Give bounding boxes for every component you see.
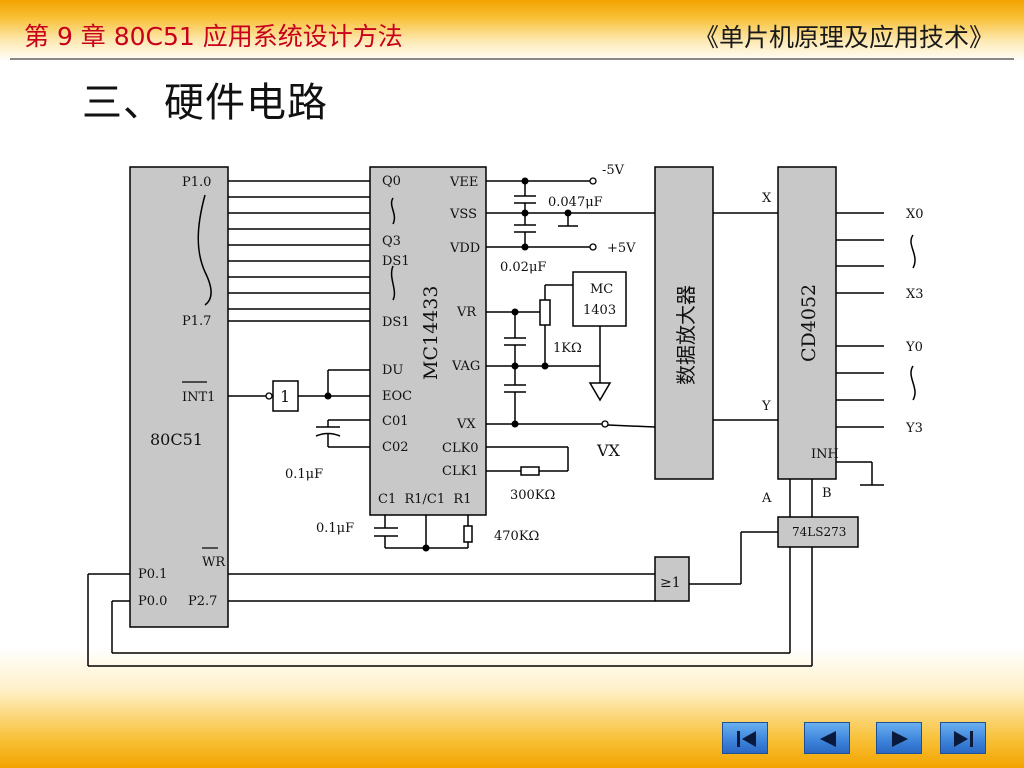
next-page-icon xyxy=(892,731,908,747)
pin-eoc-label: EOC xyxy=(382,389,412,404)
pin-vdd-label: VDD xyxy=(449,241,480,256)
res-1k-label: 1KΩ xyxy=(553,341,582,356)
res-470k-label: 470KΩ xyxy=(494,529,539,544)
or-gate-body xyxy=(654,556,690,602)
pin-vss-label: VSS xyxy=(449,207,477,222)
pin-c02-label: C02 xyxy=(382,440,409,455)
pin-p01-label: P0.1 xyxy=(138,567,167,582)
previous-page-icon xyxy=(820,731,836,747)
plus-5v-label: +5V xyxy=(607,241,636,256)
mc1403-line2-label: 1403 xyxy=(583,303,616,318)
pin-vee-label: VEE xyxy=(449,175,478,190)
output-x0-label: X0 xyxy=(906,207,924,222)
latch-74ls273-body xyxy=(777,516,859,548)
chapter-title: 第 9 章 80C51 应用系统设计方法 xyxy=(24,22,403,51)
mux-name-label: CD4052 xyxy=(798,284,820,362)
amplifier-name-label: 数据放大器 xyxy=(674,285,698,385)
vx-input-label: VX xyxy=(596,441,621,460)
pin-vag-label: VAG xyxy=(451,359,480,374)
mcu-80c51-body xyxy=(129,166,229,628)
first-page-button[interactable] xyxy=(722,722,768,754)
output-y0-label: Y0 xyxy=(905,340,923,355)
adc-mc14433-body xyxy=(369,166,487,516)
mux-inh-label: INH xyxy=(811,447,839,462)
slide-footer xyxy=(0,648,1024,768)
pin-vx-label: VX xyxy=(456,417,476,432)
pin-c01-label: C01 xyxy=(382,414,409,429)
pin-ds1a-label: DS1 xyxy=(382,254,410,269)
last-page-button[interactable] xyxy=(940,722,986,754)
pin-clk1-label: CLK1 xyxy=(442,464,479,479)
adc-bottom-pins-label: C1 R1/C1 R1 xyxy=(378,492,471,507)
cap-0047-label: 0.047μF xyxy=(548,195,603,210)
output-y3-label: Y3 xyxy=(905,421,923,436)
header-divider xyxy=(10,58,1014,60)
mc1403-line1-label: MC xyxy=(590,282,613,297)
slide-header: 第 9 章 80C51 应用系统设计方法 《单片机原理及应用技术》 xyxy=(0,0,1024,62)
pin-p27-label: P2.7 xyxy=(188,594,217,609)
pin-p17-label: P1.7 xyxy=(182,314,211,329)
cap-002-label: 0.02μF xyxy=(500,260,546,275)
next-page-button[interactable] xyxy=(876,722,922,754)
inverter-label: 1 xyxy=(280,387,290,406)
pin-wr-label: WR xyxy=(202,555,226,570)
pin-q3-label: Q3 xyxy=(382,234,401,249)
page-title: 三、硬件电路 xyxy=(82,80,328,126)
pin-du-label: DU xyxy=(382,363,403,378)
book-title: 《单片机原理及应用技术》 xyxy=(693,23,994,52)
mux-b-label: B xyxy=(822,486,832,501)
data-amplifier-body xyxy=(654,166,714,480)
pin-vr-label: VR xyxy=(456,305,477,320)
output-x3-label: X3 xyxy=(906,287,924,302)
pin-p00-label: P0.0 xyxy=(138,594,167,609)
pin-ds1b-label: DS1 xyxy=(382,315,410,330)
minus-5v-label: -5V xyxy=(602,163,625,178)
pin-int1-label: INT1 xyxy=(182,390,215,405)
pin-q0-label: Q0 xyxy=(382,174,401,189)
cap-01b-label: 0.1μF xyxy=(316,521,354,536)
mux-x-label: X xyxy=(762,191,772,206)
previous-page-button[interactable] xyxy=(804,722,850,754)
cap-01a-label: 0.1μF xyxy=(285,467,323,482)
mc1403-body xyxy=(572,271,627,327)
last-page-icon xyxy=(954,731,973,747)
mux-cd4052-body xyxy=(777,166,837,480)
latch-name-label: 74LS273 xyxy=(792,525,846,539)
mux-y-label: Y xyxy=(761,399,771,414)
res-300k-label: 300KΩ xyxy=(510,488,555,503)
pin-clk0-label: CLK0 xyxy=(442,441,479,456)
mcu-name-label: 80C51 xyxy=(150,430,203,449)
pin-p10-label: P1.0 xyxy=(182,175,211,190)
mux-a-label: A xyxy=(761,491,772,506)
first-page-icon xyxy=(737,731,756,747)
adc-name-label: MC14433 xyxy=(420,286,442,380)
inverter-body xyxy=(272,380,299,412)
or-gate-label: ≥1 xyxy=(660,575,681,591)
